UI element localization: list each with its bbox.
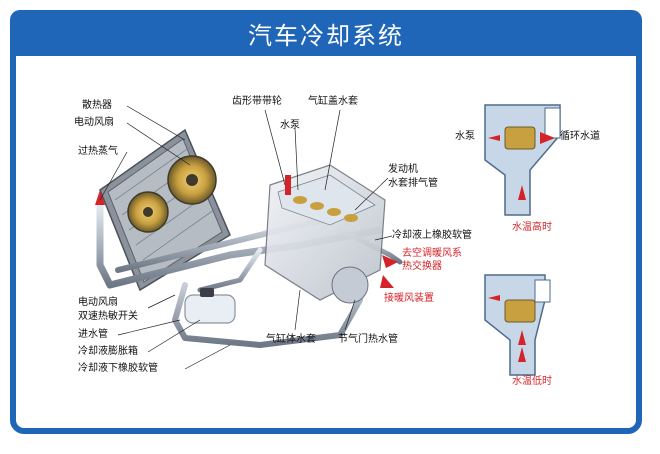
label-thermo-pump: 水泵 xyxy=(455,131,475,142)
label-thermo-low: 水温低时 xyxy=(512,376,552,387)
label-thermo-high: 水温高时 xyxy=(512,222,552,233)
label-inlet-pipe: 进水管 xyxy=(78,329,108,340)
thermostat-low-diagram xyxy=(484,274,551,376)
expansion-tank xyxy=(184,288,236,324)
title-bar: 汽车冷却系统 xyxy=(10,10,642,56)
label-block-jacket: 气缸体水套 xyxy=(266,334,316,345)
thermostat-high-diagram xyxy=(484,104,561,216)
label-thermo-circ: 循环水道 xyxy=(560,131,600,142)
label-water-pump: 水泵 xyxy=(280,120,300,131)
flow-arrows xyxy=(95,190,398,288)
label-exhaust-line-1: 发动机 xyxy=(388,164,418,175)
fan-icon xyxy=(127,155,217,233)
leader-lines xyxy=(99,105,393,370)
page-title: 汽车冷却系统 xyxy=(248,21,404,50)
label-overheat-steam: 过热蒸气 xyxy=(78,146,118,157)
label-fan-switch-1: 电动风扇 xyxy=(78,297,118,308)
label-radiator: 散热器 xyxy=(82,100,112,111)
engine-block xyxy=(264,164,386,304)
label-exhaust-line-2: 水套排气管 xyxy=(388,178,438,189)
label-throttle-pipe: 节气门热水管 xyxy=(338,334,398,345)
label-electric-fan: 电动风扇 xyxy=(74,117,114,128)
label-heater-core-1: 去空调暖风系 xyxy=(402,248,462,259)
label-fan-switch-2: 双速热敏开关 xyxy=(78,311,138,322)
label-heater-core-2: 热交换器 xyxy=(402,261,442,272)
label-lower-hose: 冷却液下橡胶软管 xyxy=(78,363,158,374)
label-expansion-tank: 冷却液膨胀箱 xyxy=(78,346,138,357)
label-heater-unit: 接暖风装置 xyxy=(384,293,434,304)
label-upper-hose: 冷却液上橡胶软管 xyxy=(392,230,472,241)
label-head-jacket: 气缸盖水套 xyxy=(308,96,358,107)
label-timing-pulley: 齿形带带轮 xyxy=(232,96,282,107)
